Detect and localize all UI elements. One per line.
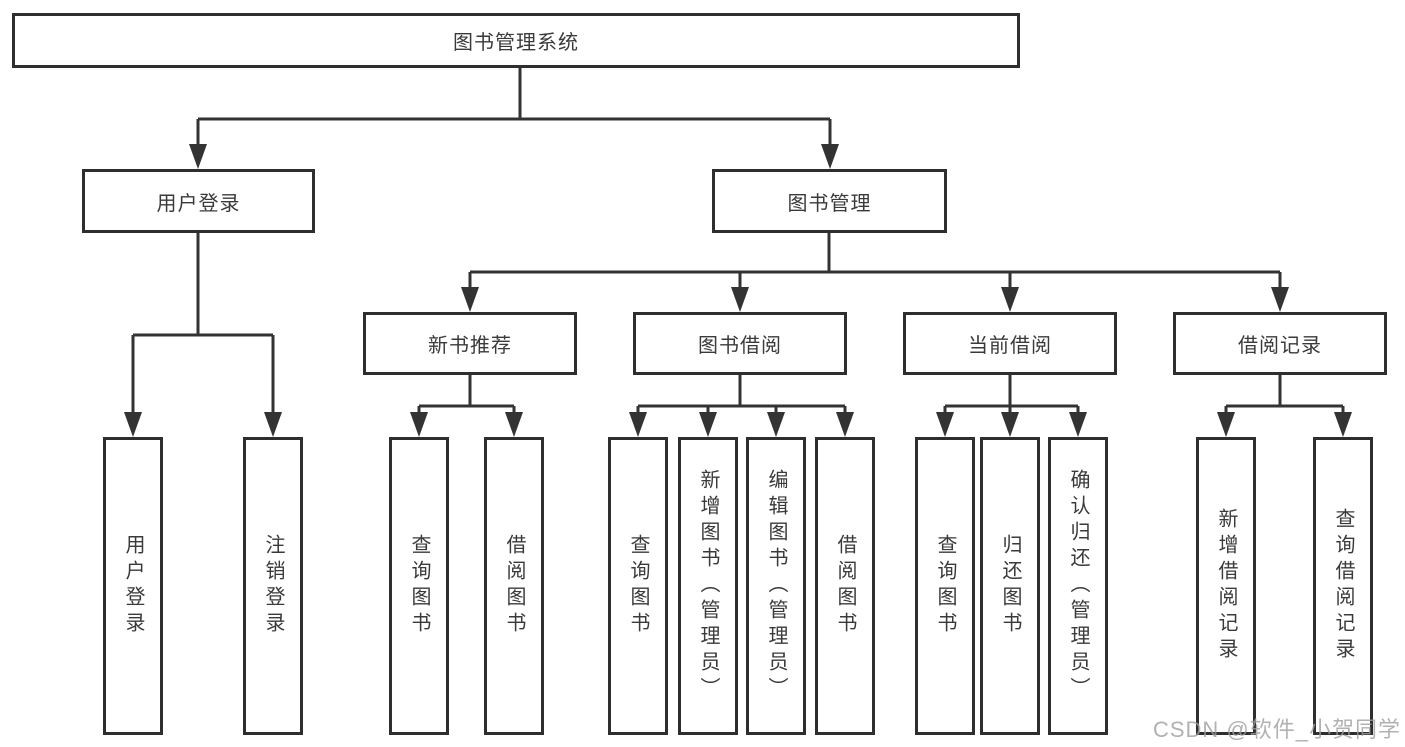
leaf-return-books: 归还图书 (980, 437, 1040, 735)
arrowheads (124, 144, 1352, 437)
leaf-add-books-admin: 新增图书（管理员） (678, 437, 738, 735)
node-current-borrow: 当前借阅 (903, 312, 1117, 375)
node-new-book-recommend: 新书推荐 (363, 312, 577, 375)
leaf-query-borrow-record: 查询借阅记录 (1313, 437, 1373, 735)
node-book-borrow: 图书借阅 (633, 312, 847, 375)
node-user-login: 用户登录 (82, 169, 315, 233)
leaf-borrow-books-recommend: 借阅图书 (484, 437, 544, 735)
leaf-add-borrow-record: 新增借阅记录 (1196, 437, 1256, 735)
leaf-borrow-books: 借阅图书 (815, 437, 875, 735)
node-root-system: 图书管理系统 (12, 13, 1020, 68)
node-borrow-records: 借阅记录 (1173, 312, 1387, 375)
leaf-query-books-recommend: 查询图书 (389, 437, 449, 735)
leaf-query-books-current: 查询图书 (915, 437, 975, 735)
node-book-management: 图书管理 (712, 169, 947, 233)
leaf-confirm-return-admin: 确认归还（管理员） (1048, 437, 1108, 735)
leaf-query-books-borrow: 查询图书 (608, 437, 668, 735)
csdn-watermark: CSDN @软件_小贺同学 (1152, 717, 1401, 742)
leaf-user-login: 用户登录 (103, 437, 163, 735)
leaf-logout: 注销登录 (243, 437, 303, 735)
leaf-edit-books-admin: 编辑图书（管理员） (746, 437, 806, 735)
